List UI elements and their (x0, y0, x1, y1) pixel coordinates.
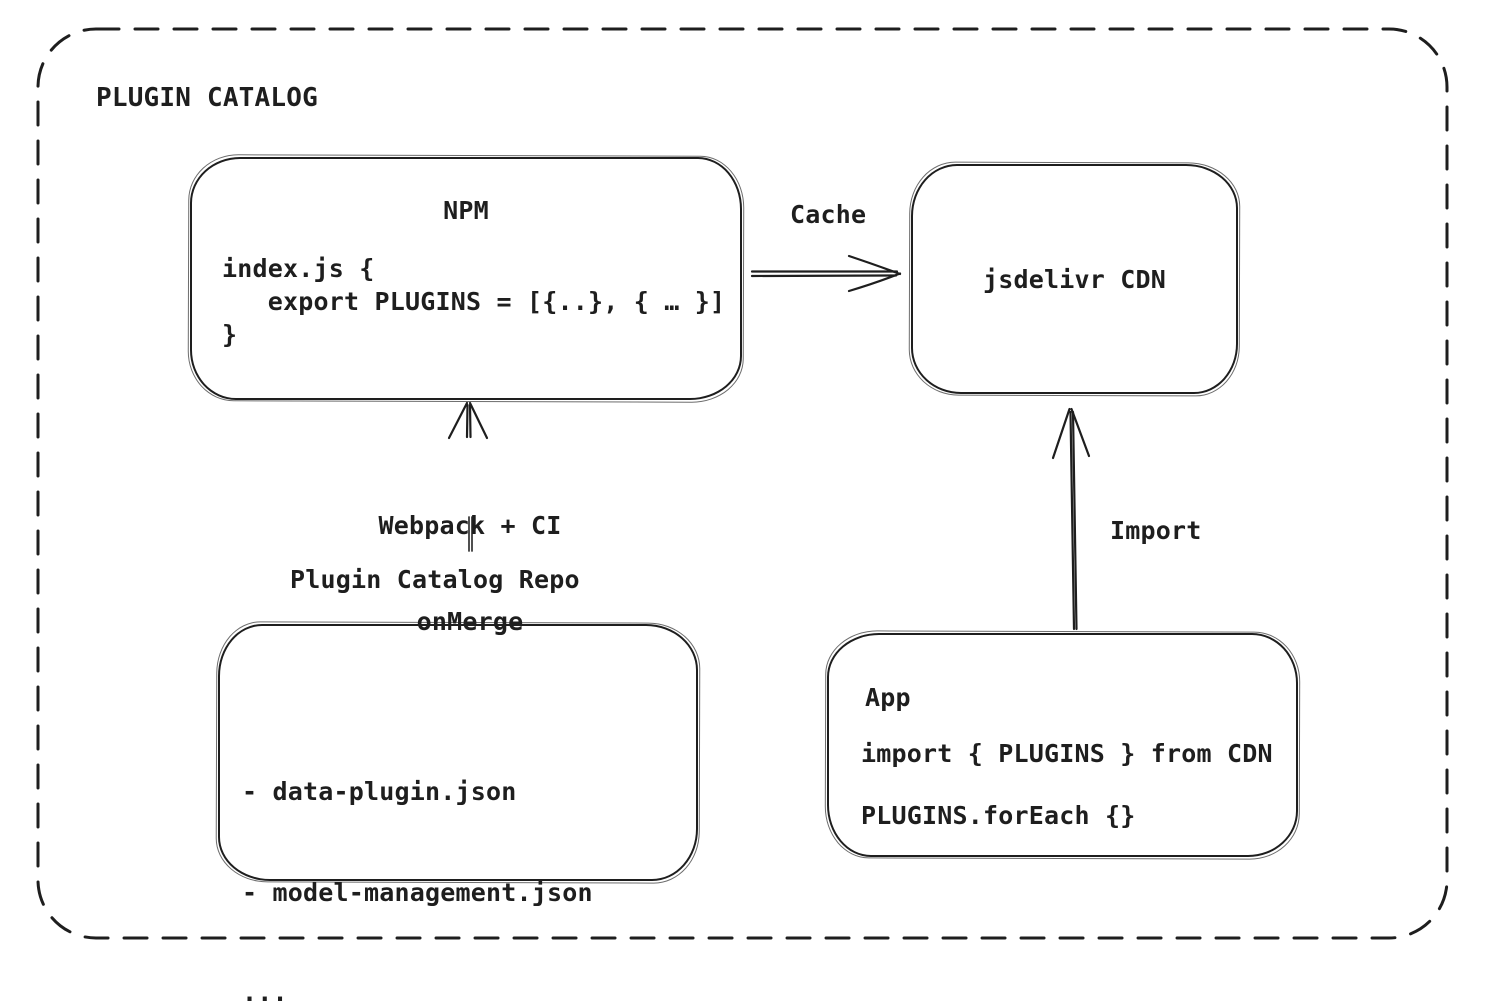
cache-edge-label: Cache (790, 200, 867, 229)
cdn-box-label: jsdelivr CDN (982, 264, 1166, 294)
npm-code-line: export PLUGINS = [{..}, { … }] (222, 287, 726, 316)
repo-file-item: - data-plugin.json (242, 777, 517, 806)
repo-box-title: Plugin Catalog Repo (290, 565, 580, 594)
diagram-title: PLUGIN CATALOG (96, 83, 318, 113)
npm-box: NPM index.js { export PLUGINS = [{..}, {… (190, 157, 742, 400)
repo-file-item: ... (242, 978, 288, 1002)
app-code-line: import { PLUGINS } from CDN (861, 739, 1273, 768)
npm-code-line: } (222, 320, 238, 349)
app-box: App import { PLUGINS } from CDN PLUGINS.… (827, 633, 1298, 857)
npm-code-line: index.js { (222, 254, 375, 283)
build-edge-label-line1: Webpack + CI (378, 511, 562, 540)
build-arrow (447, 401, 489, 440)
build-edge-label-line2: onMerge (416, 607, 524, 636)
repo-file-item: - model-management.json (242, 877, 593, 907)
cdn-box: jsdelivr CDN (911, 164, 1238, 394)
import-edge-label: Import (1110, 516, 1202, 545)
npm-box-title: NPM (443, 196, 489, 225)
import-arrow (1051, 407, 1091, 631)
app-box-title: App (865, 683, 911, 712)
app-code-line: PLUGINS.forEach {} (861, 801, 1136, 830)
cache-arrow (750, 254, 902, 293)
repo-file-list: - data-plugin.json - model-management.js… (242, 708, 593, 1002)
